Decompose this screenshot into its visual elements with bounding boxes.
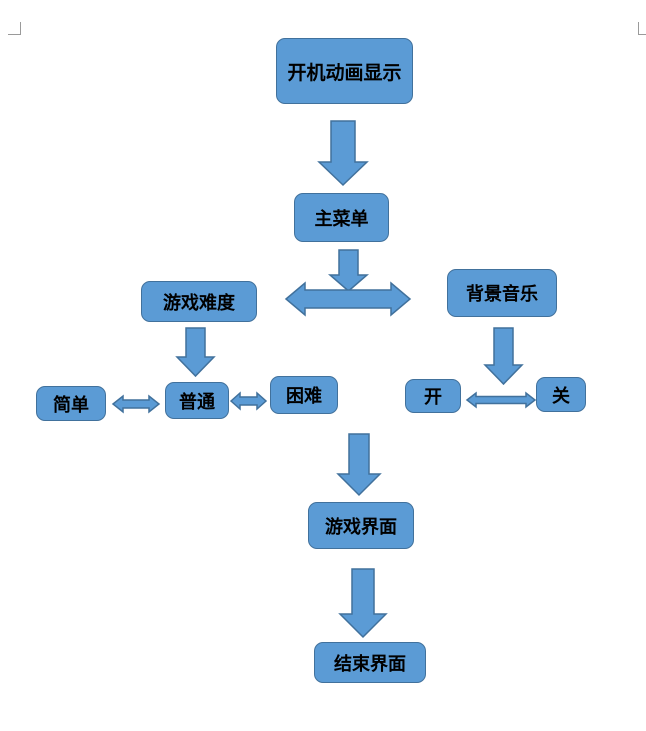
arrow-menu-to-branches [327,249,370,292]
double-arrow-normal-hard [229,391,268,411]
page-corner-mark-left [8,22,21,35]
node-music-off: 关 [536,377,586,412]
double-arrow-easy-normal [111,394,161,414]
node-end-screen: 结束界面 [314,642,426,683]
node-normal: 普通 [165,382,229,419]
double-arrow-difficulty-music [284,281,412,317]
arrow-game-to-end [338,568,388,639]
node-easy: 简单 [36,386,106,421]
node-game-difficulty: 游戏难度 [141,281,257,322]
node-boot-animation: 开机动画显示 [276,38,413,104]
node-music-on: 开 [405,379,461,413]
node-hard: 困难 [270,376,338,414]
double-arrow-on-off [465,391,537,409]
node-game-screen: 游戏界面 [308,502,414,549]
node-main-menu: 主菜单 [294,193,389,242]
arrow-boot-to-menu [317,120,369,187]
page-corner-mark-right [638,22,646,35]
node-background-music: 背景音乐 [447,269,557,317]
arrow-to-game [336,433,382,497]
arrow-music-to-options [483,327,524,386]
arrow-difficulty-to-normal [175,327,216,378]
